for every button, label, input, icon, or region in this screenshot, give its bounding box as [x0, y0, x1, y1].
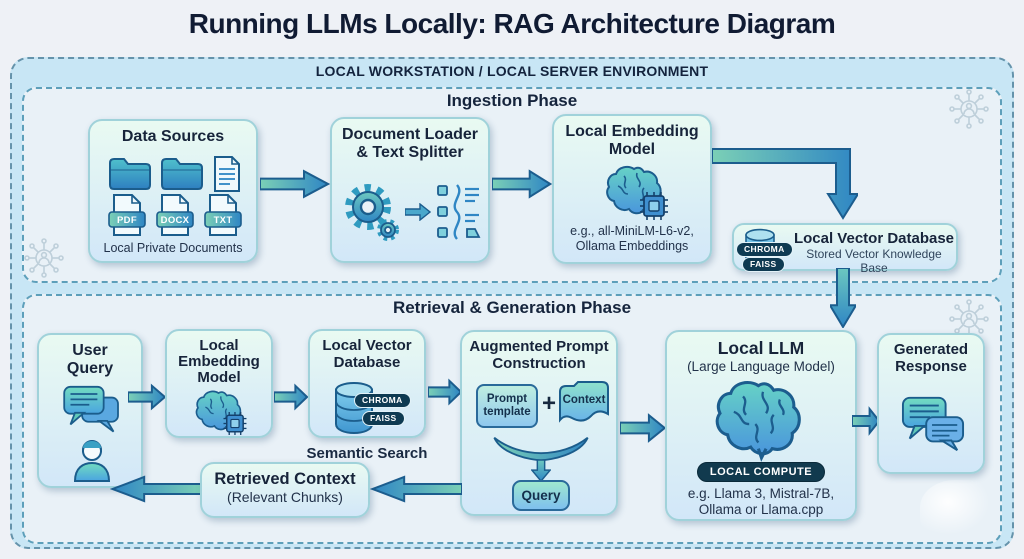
local-llm-caption-line1: e.g. Llama 3, Mistral-7B,	[687, 486, 835, 501]
generated-response-title-line1: Generated	[893, 341, 969, 358]
local-llm-title: Local LLM	[717, 338, 805, 358]
flow-arrow-right	[128, 383, 166, 411]
local-llm-subtitle: (Large Language Model)	[687, 358, 835, 374]
brain-chip-icon	[195, 390, 247, 435]
generated-response-node: Generated Response	[877, 333, 985, 474]
ingestion-embedding-caption-line2: Ollama Embeddings	[575, 239, 689, 253]
gears-icon	[345, 184, 399, 241]
prompt-template-box: Prompt template	[476, 384, 538, 428]
retrieved-context-title: Retrieved Context	[214, 470, 356, 488]
user-query-title-line2: Query	[66, 359, 114, 377]
retrieval-phase-heading: Retrieval & Generation Phase	[392, 298, 632, 317]
doc-loader-node: Document Loader & Text Splitter	[330, 117, 490, 263]
brain-icon	[715, 381, 801, 462]
augmented-prompt-node: Augmented Prompt Construction Prompt tem…	[460, 330, 618, 516]
query-label: Query	[521, 488, 561, 503]
ingestion-phase-heading: Ingestion Phase	[446, 91, 578, 110]
query-box: Query	[512, 480, 570, 511]
merge-funnel-icon	[493, 436, 589, 462]
retrieval-embedding-title-line3: Model	[197, 369, 241, 387]
user-query-title-line1: User	[72, 342, 108, 359]
flow-arrow-left	[110, 474, 202, 504]
data-sources-node: Data Sources P	[88, 119, 258, 263]
document-icon	[214, 156, 240, 192]
network-decoration-icon	[24, 238, 64, 278]
user-query-node: User Query	[37, 333, 143, 488]
retrieval-vector-db-title-line1: Local Vector	[322, 337, 412, 354]
faiss-badge: FAISS	[362, 411, 405, 426]
chat-bubbles-icon	[63, 385, 119, 433]
retrieved-context-node: Retrieved Context (Relevant Chunks)	[200, 462, 370, 518]
flow-arrow-right	[620, 412, 666, 444]
retrieval-embedding-node: Local Embedding Model	[165, 329, 273, 438]
ingestion-vector-db-node: CHROMA FAISS Local Vector Database Store…	[732, 223, 958, 275]
txt-badge-label: TXT	[213, 215, 233, 226]
small-arrow-down-icon	[531, 460, 551, 482]
chroma-badge: CHROMA	[736, 242, 793, 257]
ingestion-vector-db-subtitle: Stored Vector Knowledge Base	[806, 247, 942, 275]
folder-icon	[161, 158, 203, 190]
retrieval-embedding-title-line2: Embedding	[178, 353, 260, 371]
person-icon	[73, 440, 111, 482]
database-cylinder-icon	[335, 382, 373, 435]
doc-loader-title-line1: Document Loader	[341, 126, 478, 143]
local-llm-caption-line2: Ollama or Llama.cpp	[698, 502, 824, 518]
flow-arrow-right-down	[712, 148, 858, 220]
retrieval-vector-db-title-line2: Database	[333, 353, 401, 371]
pdf-badge-label: PDF	[117, 215, 137, 226]
local-llm-node: Local LLM (Large Language Model) LOCAL C…	[665, 330, 857, 521]
folder-icon	[109, 158, 151, 190]
corner-highlight	[920, 480, 990, 535]
flow-arrow-right	[852, 406, 880, 436]
flow-arrow-right	[492, 168, 552, 200]
ingestion-embedding-caption-line1: e.g., all-MiniLM-L6-v2,	[570, 224, 694, 238]
chat-bubbles-icon	[901, 396, 965, 452]
augmented-prompt-title-line1: Augmented Prompt	[469, 338, 609, 355]
context-label: Context	[562, 394, 606, 406]
docx-badge-label: DOCX	[160, 215, 190, 226]
flow-arrow-left	[370, 474, 462, 504]
generated-response-title-line2: Response	[895, 357, 967, 375]
ingestion-embedding-title-line1: Local Embedding	[565, 123, 699, 140]
flow-arrow-right	[428, 378, 462, 406]
context-shape: Context	[558, 380, 610, 430]
flow-arrow-right	[260, 168, 330, 200]
environment-label: LOCAL WORKSTATION / LOCAL SERVER ENVIRON…	[315, 63, 709, 79]
prompt-template-line1: Prompt	[486, 393, 528, 406]
flow-arrow-right	[274, 383, 308, 411]
brain-chip-icon	[606, 165, 668, 220]
retrieval-vector-db-node: Local Vector Database CHROMA FAISS	[308, 329, 426, 438]
small-arrow-right-icon	[405, 203, 431, 221]
prompt-template-line2: template	[483, 406, 531, 418]
pdf-file-icon: PDF	[108, 193, 146, 237]
plus-sign: +	[542, 390, 557, 417]
augmented-prompt-title-line2: Construction	[492, 354, 586, 372]
semantic-search-caption: Semantic Search	[306, 445, 428, 462]
docx-file-icon: DOCX	[156, 193, 194, 237]
txt-file-icon: TXT	[204, 193, 242, 237]
page-title: Running LLMs Locally: RAG Architecture D…	[188, 8, 836, 39]
data-sources-caption: Local Private Documents	[103, 241, 243, 255]
ingestion-embedding-title-line2: Model	[608, 140, 656, 158]
retrieval-embedding-title-line1: Local	[199, 337, 239, 354]
local-compute-badge: LOCAL COMPUTE	[696, 462, 826, 482]
data-sources-title: Data Sources	[121, 128, 225, 145]
ingestion-embedding-node: Local Embedding Model e.g., all-Min	[552, 114, 712, 264]
retrieved-context-subtitle: (Relevant Chunks)	[227, 489, 343, 505]
text-splitter-icon	[437, 184, 481, 240]
faiss-badge: FAISS	[742, 257, 785, 272]
flow-arrow-down	[830, 268, 856, 328]
network-decoration-icon	[949, 89, 989, 129]
chroma-badge: CHROMA	[354, 393, 411, 408]
ingestion-vector-db-title: Local Vector Database	[793, 230, 955, 247]
doc-loader-title-line2: & Text Splitter	[356, 143, 464, 161]
